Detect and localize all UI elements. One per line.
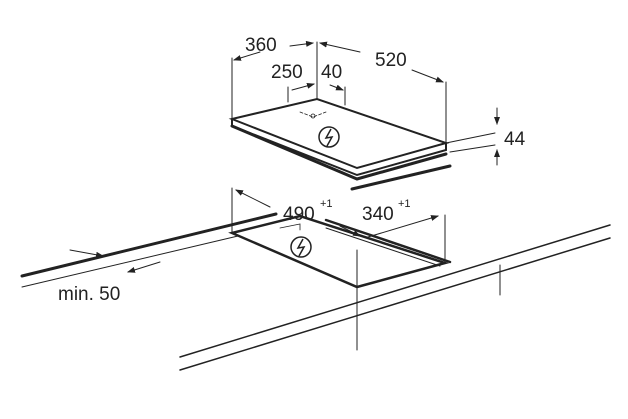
cutout-width-tolerance: +1	[320, 198, 333, 210]
cutout-depth-label: 340	[362, 204, 394, 225]
cutout-width-label: 490	[283, 204, 315, 225]
dimension-lines	[69, 40, 500, 273]
cutout-depth-tolerance: +1	[398, 198, 411, 210]
electrical-connection-icon	[318, 126, 340, 148]
cutout	[228, 187, 452, 289]
min-edge-distance-label: min. 50	[58, 284, 120, 305]
hob-width-label: 520	[375, 50, 407, 71]
hob-depth-label: 360	[245, 35, 277, 56]
hob-height-label: 44	[504, 129, 526, 150]
connection-offset-depth-label: 250	[271, 62, 303, 83]
connection-offset-width-label: 40	[321, 62, 342, 83]
electrical-connection-icon	[290, 236, 312, 258]
countertop	[20, 164, 611, 371]
